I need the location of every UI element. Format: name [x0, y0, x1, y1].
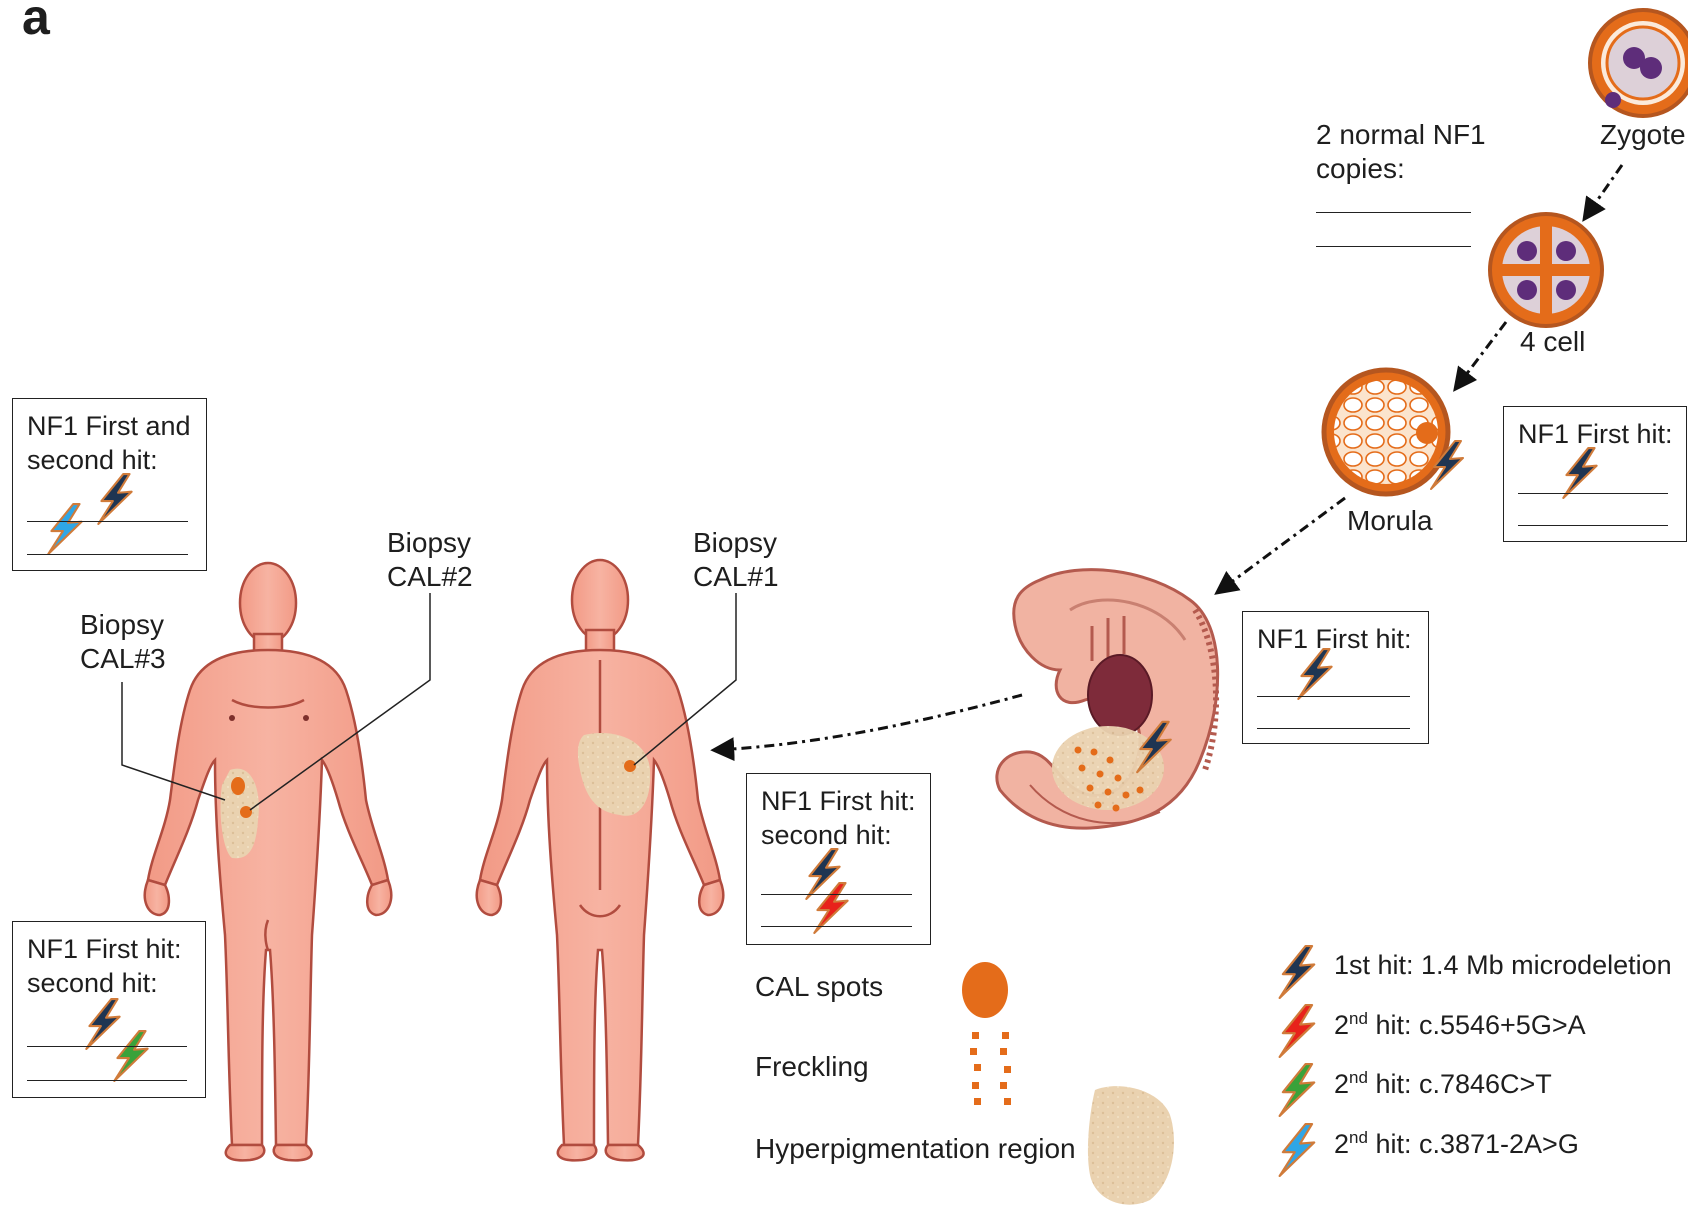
bottom-left-box-line1: NF1 First hit: — [27, 932, 182, 966]
embryo-freckle-dot — [1115, 775, 1122, 782]
morula-label: Morula — [1347, 504, 1433, 538]
zygote-illustration — [1590, 10, 1688, 116]
embryo-illustration — [997, 570, 1218, 829]
morula-hit-box: NF1 First hit: — [1503, 406, 1687, 542]
panel-label: a — [22, 0, 50, 34]
top-left-box-line1: NF1 First and — [27, 409, 191, 443]
first-hit-bolt-icon — [1560, 447, 1602, 499]
hit-legend-bolt-icon — [1280, 1005, 1315, 1057]
embryo-freckle-dot — [1107, 757, 1114, 764]
chromosome-line-2 — [761, 926, 912, 927]
embryo-freckle-dot — [1137, 787, 1144, 794]
second-hit-green-bolt-icon — [111, 1030, 153, 1082]
hit-legend-bolts — [1280, 946, 1315, 1176]
morula-illustration — [1324, 370, 1463, 494]
freckling-legend-icon — [970, 1032, 1011, 1105]
embryo-freckle-dot — [1087, 785, 1094, 792]
chromosome-line-1 — [1257, 696, 1410, 697]
normal-copy-line-1 — [1316, 212, 1471, 213]
freckle-dot — [1004, 1098, 1011, 1105]
chromosome-line-1 — [1518, 493, 1668, 494]
biopsy-cal1-line1: Biopsy — [693, 526, 777, 560]
hit-legend-4: 2nd hit: c.3871-2A>G — [1334, 1128, 1579, 1160]
hit-legend-2: 2nd hit: c.5546+5G>A — [1334, 1009, 1586, 1041]
top-left-box-line2: second hit: — [27, 443, 158, 477]
back-cal-spot-1 — [624, 760, 636, 772]
first-hit-bolt-icon — [1295, 648, 1337, 700]
embryo-freckle-dot — [1105, 789, 1112, 796]
first-hit-bolt-icon — [95, 473, 137, 525]
hit-legend-bolt-icon — [1280, 1124, 1315, 1176]
freckle-dot — [974, 1064, 981, 1071]
hit-legend-bolt-icon — [1280, 946, 1315, 998]
cal-spot-legend-icon — [962, 962, 1008, 1018]
chromosome-line-1 — [27, 521, 188, 522]
freckle-dot — [972, 1032, 979, 1039]
back-box-line2: second hit: — [761, 818, 892, 852]
embryo-hit-box: NF1 First hit: — [1242, 611, 1429, 744]
freckle-dot — [974, 1098, 981, 1105]
biopsy-cal2-line1: Biopsy — [387, 526, 471, 560]
embryo-freckle-dot — [1091, 749, 1098, 756]
hit-legend-bolt-icon — [1280, 1064, 1315, 1116]
embryo-freckle-dot — [1075, 747, 1082, 754]
bottom-left-box-line2: second hit: — [27, 966, 158, 1000]
front-cal-spot-3 — [231, 777, 245, 795]
chromosome-line-2 — [1257, 728, 1410, 729]
chromosome-line-2 — [1518, 525, 1668, 526]
hit-legend-1: 1st hit: 1.4 Mb microdeletion — [1334, 950, 1672, 981]
hit-legend-3: 2nd hit: c.7846C>T — [1334, 1068, 1552, 1100]
front-cal-spot-2 — [240, 806, 252, 818]
hyperpigmentation-legend-label: Hyperpigmentation region — [755, 1132, 1076, 1166]
freckle-dot — [972, 1082, 979, 1089]
morula-box-title: NF1 First hit: — [1518, 417, 1673, 451]
cal2-hit-box: NF1 First and second hit: — [12, 398, 207, 571]
freckle-dot — [1000, 1048, 1007, 1055]
cal-spots-legend-label: CAL spots — [755, 970, 883, 1004]
back-box-line1: NF1 First hit: — [761, 784, 916, 818]
freckle-dot — [1000, 1082, 1007, 1089]
normal-copies-line2: copies: — [1316, 152, 1405, 186]
normal-copy-line-2 — [1316, 246, 1471, 247]
second-hit-blue-bolt-icon — [45, 503, 87, 555]
hyperpigmentation-legend-icon — [1088, 1086, 1174, 1205]
biopsy-cal2-line2: CAL#2 — [387, 560, 473, 594]
biopsy-cal1-line2: CAL#1 — [693, 560, 779, 594]
embryo-freckle-dot — [1097, 771, 1104, 778]
normal-copies-line1: 2 normal NF1 — [1316, 118, 1486, 152]
freckle-dot — [970, 1048, 977, 1055]
embryo-freckle-dot — [1095, 802, 1102, 809]
cal3-hit-box: NF1 First hit: second hit: — [12, 921, 206, 1098]
embryo-freckle-dot — [1113, 805, 1120, 812]
back-body-illustration — [477, 560, 723, 1160]
embryo-freckle-dot — [1123, 792, 1130, 799]
four-cell-illustration — [1490, 214, 1602, 326]
chromosome-line-2 — [27, 1080, 187, 1081]
biopsy-cal3-line2: CAL#3 — [80, 642, 166, 676]
back-biopsy-hit-box: NF1 First hit: second hit: — [746, 773, 931, 945]
freckling-legend-label: Freckling — [755, 1050, 869, 1084]
freckle-dot — [1004, 1066, 1011, 1073]
four-cell-label: 4 cell — [1520, 325, 1585, 359]
chromosome-line-2 — [27, 554, 188, 555]
embryo-freckle-dot — [1079, 765, 1086, 772]
chromosome-line-1 — [27, 1046, 187, 1047]
zygote-label: Zygote — [1600, 118, 1686, 152]
freckle-dot — [1002, 1032, 1009, 1039]
biopsy-cal3-line1: Biopsy — [80, 608, 164, 642]
chromosome-line-1 — [761, 894, 912, 895]
